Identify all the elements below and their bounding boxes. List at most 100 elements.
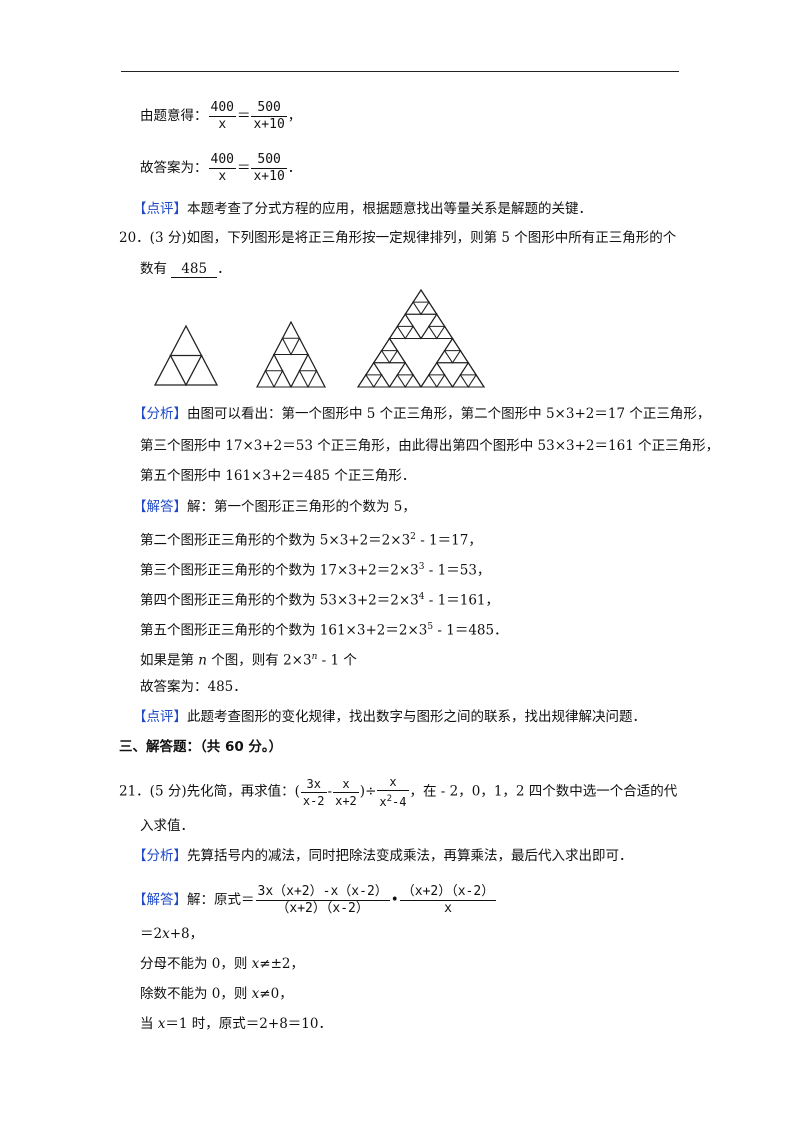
solution-text: 第四个图形正三角形的个数为 53×3+2＝2×3 — [140, 592, 419, 609]
q20-analysis-line1: 【分析】由图可以看出：第一个图形中 5 个正三角形，第二个图形中 5×3+2＝1… — [133, 404, 710, 424]
exponent: 4 — [418, 592, 425, 602]
q20-solution-line2: 第二个图形正三角形的个数为 5×3+2＝2×32 - 1＝17， — [140, 527, 482, 551]
solution-text: 除数不能为 0，则 — [140, 986, 252, 1002]
solution-text: 分母不能为 0，则 — [140, 956, 252, 972]
frac-num: 400 — [210, 152, 234, 167]
q21-stem: ，在 - 2，0，1，2 四个数中选一个合适的代 — [409, 783, 678, 800]
analysis-text: 先算括号内的减法，同时把除法变成乘法，再算乘法，最后代入求出即可． — [187, 848, 633, 864]
exponent: 3 — [418, 562, 425, 572]
figure-3-triangle — [356, 288, 486, 389]
exponent: n — [311, 652, 318, 662]
solution-text: ＝2 — [140, 926, 163, 942]
solution-text: - 1 个 — [317, 652, 357, 669]
solution-text: ≠±2， — [259, 956, 305, 972]
section-title: 三、解答题：（共 60 分。） — [119, 737, 282, 757]
q20-stem: 20．(3 分)如图，下列图形是将正三角形按一定规律排列，则第 5 个图形中所有… — [119, 230, 677, 246]
analysis-text: 第五个图形中 161×3+2＝485 个正三角形． — [140, 468, 416, 484]
q20-solution-line7: 故答案为：485． — [140, 677, 247, 697]
comment-text: 此题考查图形的变化规律，找出数字与图形之间的联系，找出规律解决问题． — [187, 709, 646, 725]
solution-text: 故答案为：485． — [140, 679, 247, 695]
frac-den: x — [208, 168, 236, 185]
solution-text: 第五个图形正三角形的个数为 161×3+2＝2×3 — [140, 622, 428, 639]
header-rule — [121, 71, 679, 72]
q21-solution-line3: 分母不能为 0，则 x≠±2， — [140, 954, 304, 974]
q19-eq-prefix: 由题意得： — [140, 108, 208, 124]
exponent: 2 — [386, 794, 393, 804]
punct: ． — [217, 261, 231, 277]
frac-den: x+10 — [251, 116, 287, 132]
comment-tag: 【点评】 — [133, 709, 187, 725]
q21-solution-line4: 除数不能为 0，则 x≠0， — [140, 984, 293, 1004]
analysis-text: 由图可以看出：第一个图形中 5 个正三角形，第二个图形中 5×3+2＝17 个正… — [187, 406, 711, 422]
solution-text: 解：原式＝ — [187, 892, 255, 908]
solution-tag: 【解答】 — [133, 892, 187, 908]
q20-solution-line1: 【解答】解：第一个图形正三角形的个数为 5， — [133, 497, 416, 517]
solution-tag: 【解答】 — [133, 499, 187, 515]
analysis-tag: 【分析】 — [133, 406, 187, 422]
q20-stem-prefix: 数有 — [140, 261, 167, 277]
section-title-text: 三、解答题：（共 60 分。） — [119, 739, 283, 755]
q20-solution-line6: 如果是第 n 个图，则有 2×3n - 1 个 — [140, 647, 357, 671]
solution-text: - 1＝161， — [424, 592, 500, 609]
q21-stem-line2: 入求值． — [140, 816, 194, 836]
punct: ， — [287, 108, 302, 124]
frac-den: x+2 — [333, 791, 359, 808]
figure-1-triangle — [153, 324, 219, 387]
solution-text: 个图，则有 2×3 — [207, 652, 312, 669]
frac-den: x — [399, 900, 497, 917]
q21-solution-line2: ＝2x+8， — [140, 924, 203, 944]
q20-analysis-line3: 第五个图形中 161×3+2＝485 个正三角形． — [140, 466, 415, 486]
frac-num: x — [342, 776, 350, 791]
solution-text: +8， — [169, 926, 204, 942]
variable-x: x — [157, 1016, 166, 1032]
q20-solution-line4: 第四个图形正三角形的个数为 53×3+2＝2×34 - 1＝161， — [140, 587, 499, 611]
frac-den: x-2 — [300, 791, 327, 808]
variable-x: x — [251, 986, 260, 1002]
variable-n: n — [198, 652, 207, 669]
solution-text: 当 — [140, 1016, 158, 1032]
frac-num: 500 — [257, 152, 281, 167]
frac-den: x+10 — [251, 168, 287, 184]
frac-num: x — [389, 775, 397, 789]
comment-tag: 【点评】 — [133, 201, 187, 217]
den-part: x — [379, 795, 387, 809]
frac-den: （x+2）（x-2） — [255, 900, 390, 917]
frac-num: 3x — [306, 776, 321, 791]
den-part: -4 — [392, 795, 407, 809]
divide-sign: )÷ — [359, 783, 377, 800]
q21-stem: 21．(5 分)先化简，再求值：( — [119, 783, 300, 800]
q19-comment: 【点评】本题考查了分式方程的应用，根据题意找出等量关系是解题的关键． — [133, 199, 592, 219]
q20-solution-line5: 第五个图形正三角形的个数为 161×3+2＝2×35 - 1＝485． — [140, 617, 508, 641]
frac-num: 400 — [210, 100, 234, 115]
q19-ans-prefix: 故答案为： — [140, 160, 208, 176]
frac-num: 500 — [257, 100, 281, 115]
q21-stem: 入求值． — [140, 818, 194, 834]
fraction-simplify-2: （x+2）（x-2）x — [399, 884, 497, 917]
variable-x: x — [162, 926, 170, 942]
q20-stem-line2: 数有 485． — [140, 259, 231, 279]
solution-text: 解：第一个图形正三角形的个数为 5， — [187, 499, 416, 515]
frac-num: 3x（x+2）-x（x-2） — [257, 884, 388, 899]
q20-analysis-line2: 第三个图形中 17×3+2＝53 个正三角形，由此得出第四个图形中 53×3+2… — [140, 436, 719, 456]
q20-solution-line3: 第三个图形正三角形的个数为 17×3+2＝2×33 - 1＝53， — [140, 557, 490, 581]
solution-text: 第三个图形正三角形的个数为 17×3+2＝2×3 — [140, 562, 419, 579]
solution-text: - 1＝17， — [415, 532, 482, 549]
q20-stem-line1: 20．(3 分)如图，下列图形是将正三角形按一定规律排列，则第 5 个图形中所有… — [119, 228, 676, 248]
multiply-dot: • — [390, 892, 399, 908]
solution-text: ＝1 时，原式＝2+8＝10． — [165, 1016, 332, 1032]
solution-text: - 1＝485． — [433, 622, 508, 639]
equal-sign: ＝ — [236, 160, 251, 176]
solution-text: 如果是第 — [140, 652, 199, 669]
exponent: 2 — [410, 532, 416, 542]
frac-den: x — [208, 116, 236, 133]
punct: ． — [287, 160, 302, 176]
